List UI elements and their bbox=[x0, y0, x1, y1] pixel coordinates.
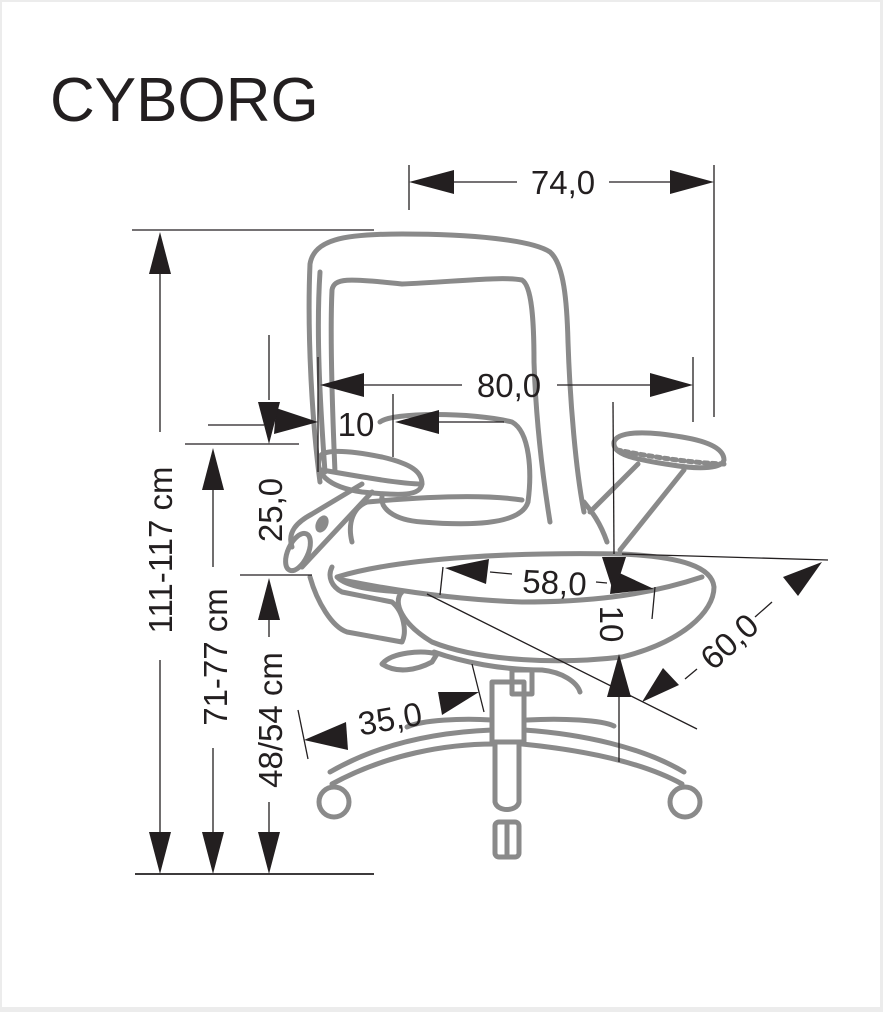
product-title: CYBORG bbox=[50, 66, 319, 135]
backrest-offset-label: 10 bbox=[338, 406, 375, 443]
seat-depth-label: 60,0 bbox=[693, 606, 765, 676]
armrest-height-above-seat-label: 25,0 bbox=[252, 478, 289, 542]
overall-width-label: 74,0 bbox=[531, 164, 595, 201]
armrest-span-label: 80,0 bbox=[477, 367, 541, 404]
seat-width-label: 58,0 bbox=[522, 562, 588, 602]
dimension-lines bbox=[132, 165, 829, 875]
armrest-height-label: 71-77 cm bbox=[197, 588, 234, 726]
seat-height-label: 48/54 cm bbox=[252, 652, 289, 788]
total-height-label: 111-117 cm bbox=[142, 467, 179, 634]
base-radius-label: 35,0 bbox=[355, 695, 425, 743]
seat-thickness-label: 10 bbox=[593, 606, 630, 643]
chair-illustration bbox=[283, 231, 727, 860]
